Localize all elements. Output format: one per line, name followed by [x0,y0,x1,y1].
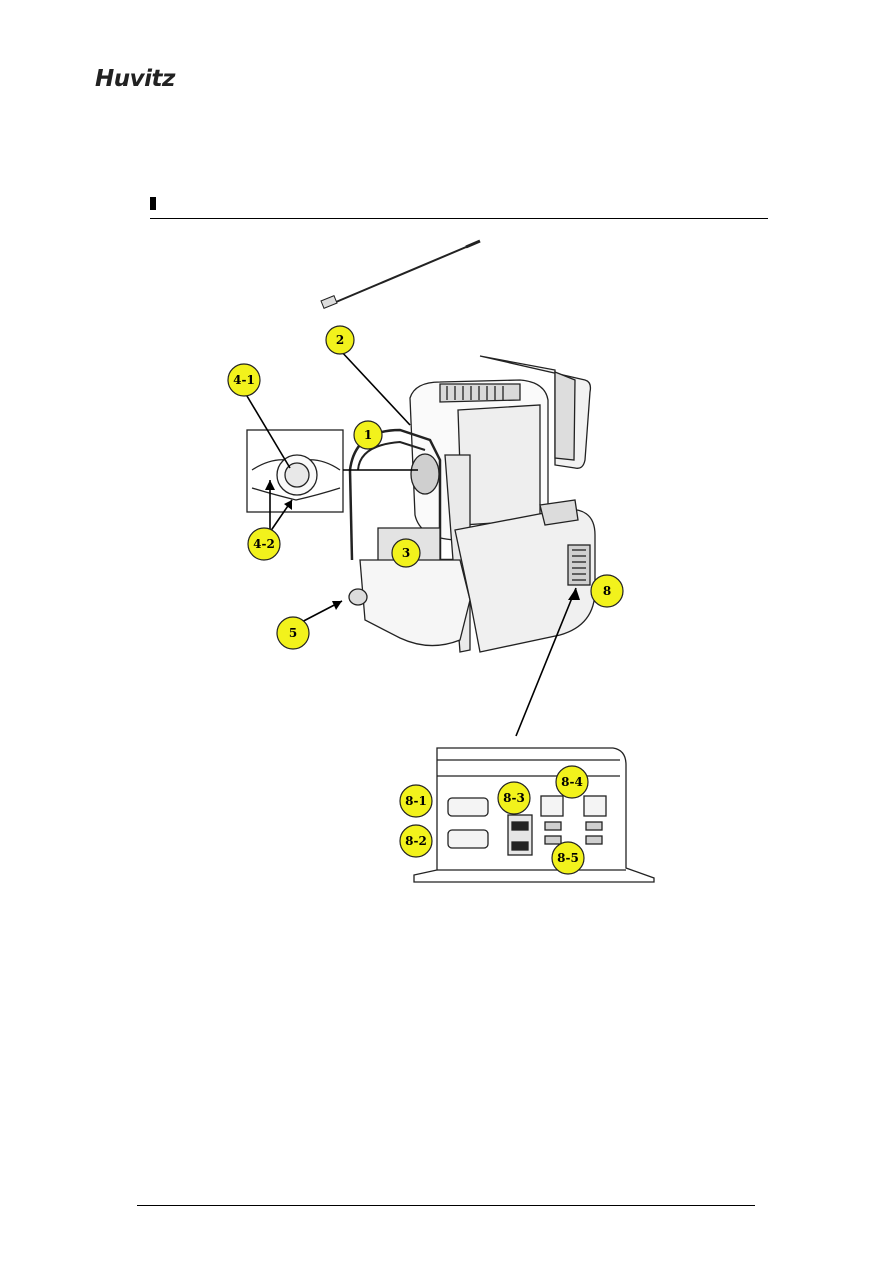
callout-8-4: 8-4 [556,766,588,798]
callout-4-1: 4-1 [228,364,260,396]
svg-text:8-1: 8-1 [405,794,427,808]
svg-text:3: 3 [402,546,410,560]
svg-text:4-2: 4-2 [253,537,275,551]
callout-8-2: 8-2 [400,825,432,857]
callout-8-1: 8-1 [400,785,432,817]
callout-2: 2 [326,326,354,354]
svg-text:8-3: 8-3 [503,791,525,805]
device-illustration [349,356,595,652]
callout-8-3: 8-3 [498,782,530,814]
callout-8: 8 [591,575,623,607]
svg-text:4-1: 4-1 [233,373,255,387]
svg-text:8-5: 8-5 [557,851,579,865]
svg-text:8: 8 [603,584,611,598]
callout-3: 3 [392,539,420,567]
footer-divider [137,1205,755,1206]
detail-inset [247,430,343,512]
svg-text:8-4: 8-4 [561,775,583,789]
callout-1: 1 [354,421,382,449]
svg-text:8-2: 8-2 [405,834,427,848]
svg-text:1: 1 [364,428,372,442]
svg-text:5: 5 [289,626,297,640]
stylus-illustration [321,241,480,308]
callout-8-5: 8-5 [552,842,584,874]
callout-4-2: 4-2 [248,528,280,560]
callout-5: 5 [277,617,309,649]
rear-panel-illustration [414,748,654,882]
svg-text:2: 2 [336,333,344,347]
